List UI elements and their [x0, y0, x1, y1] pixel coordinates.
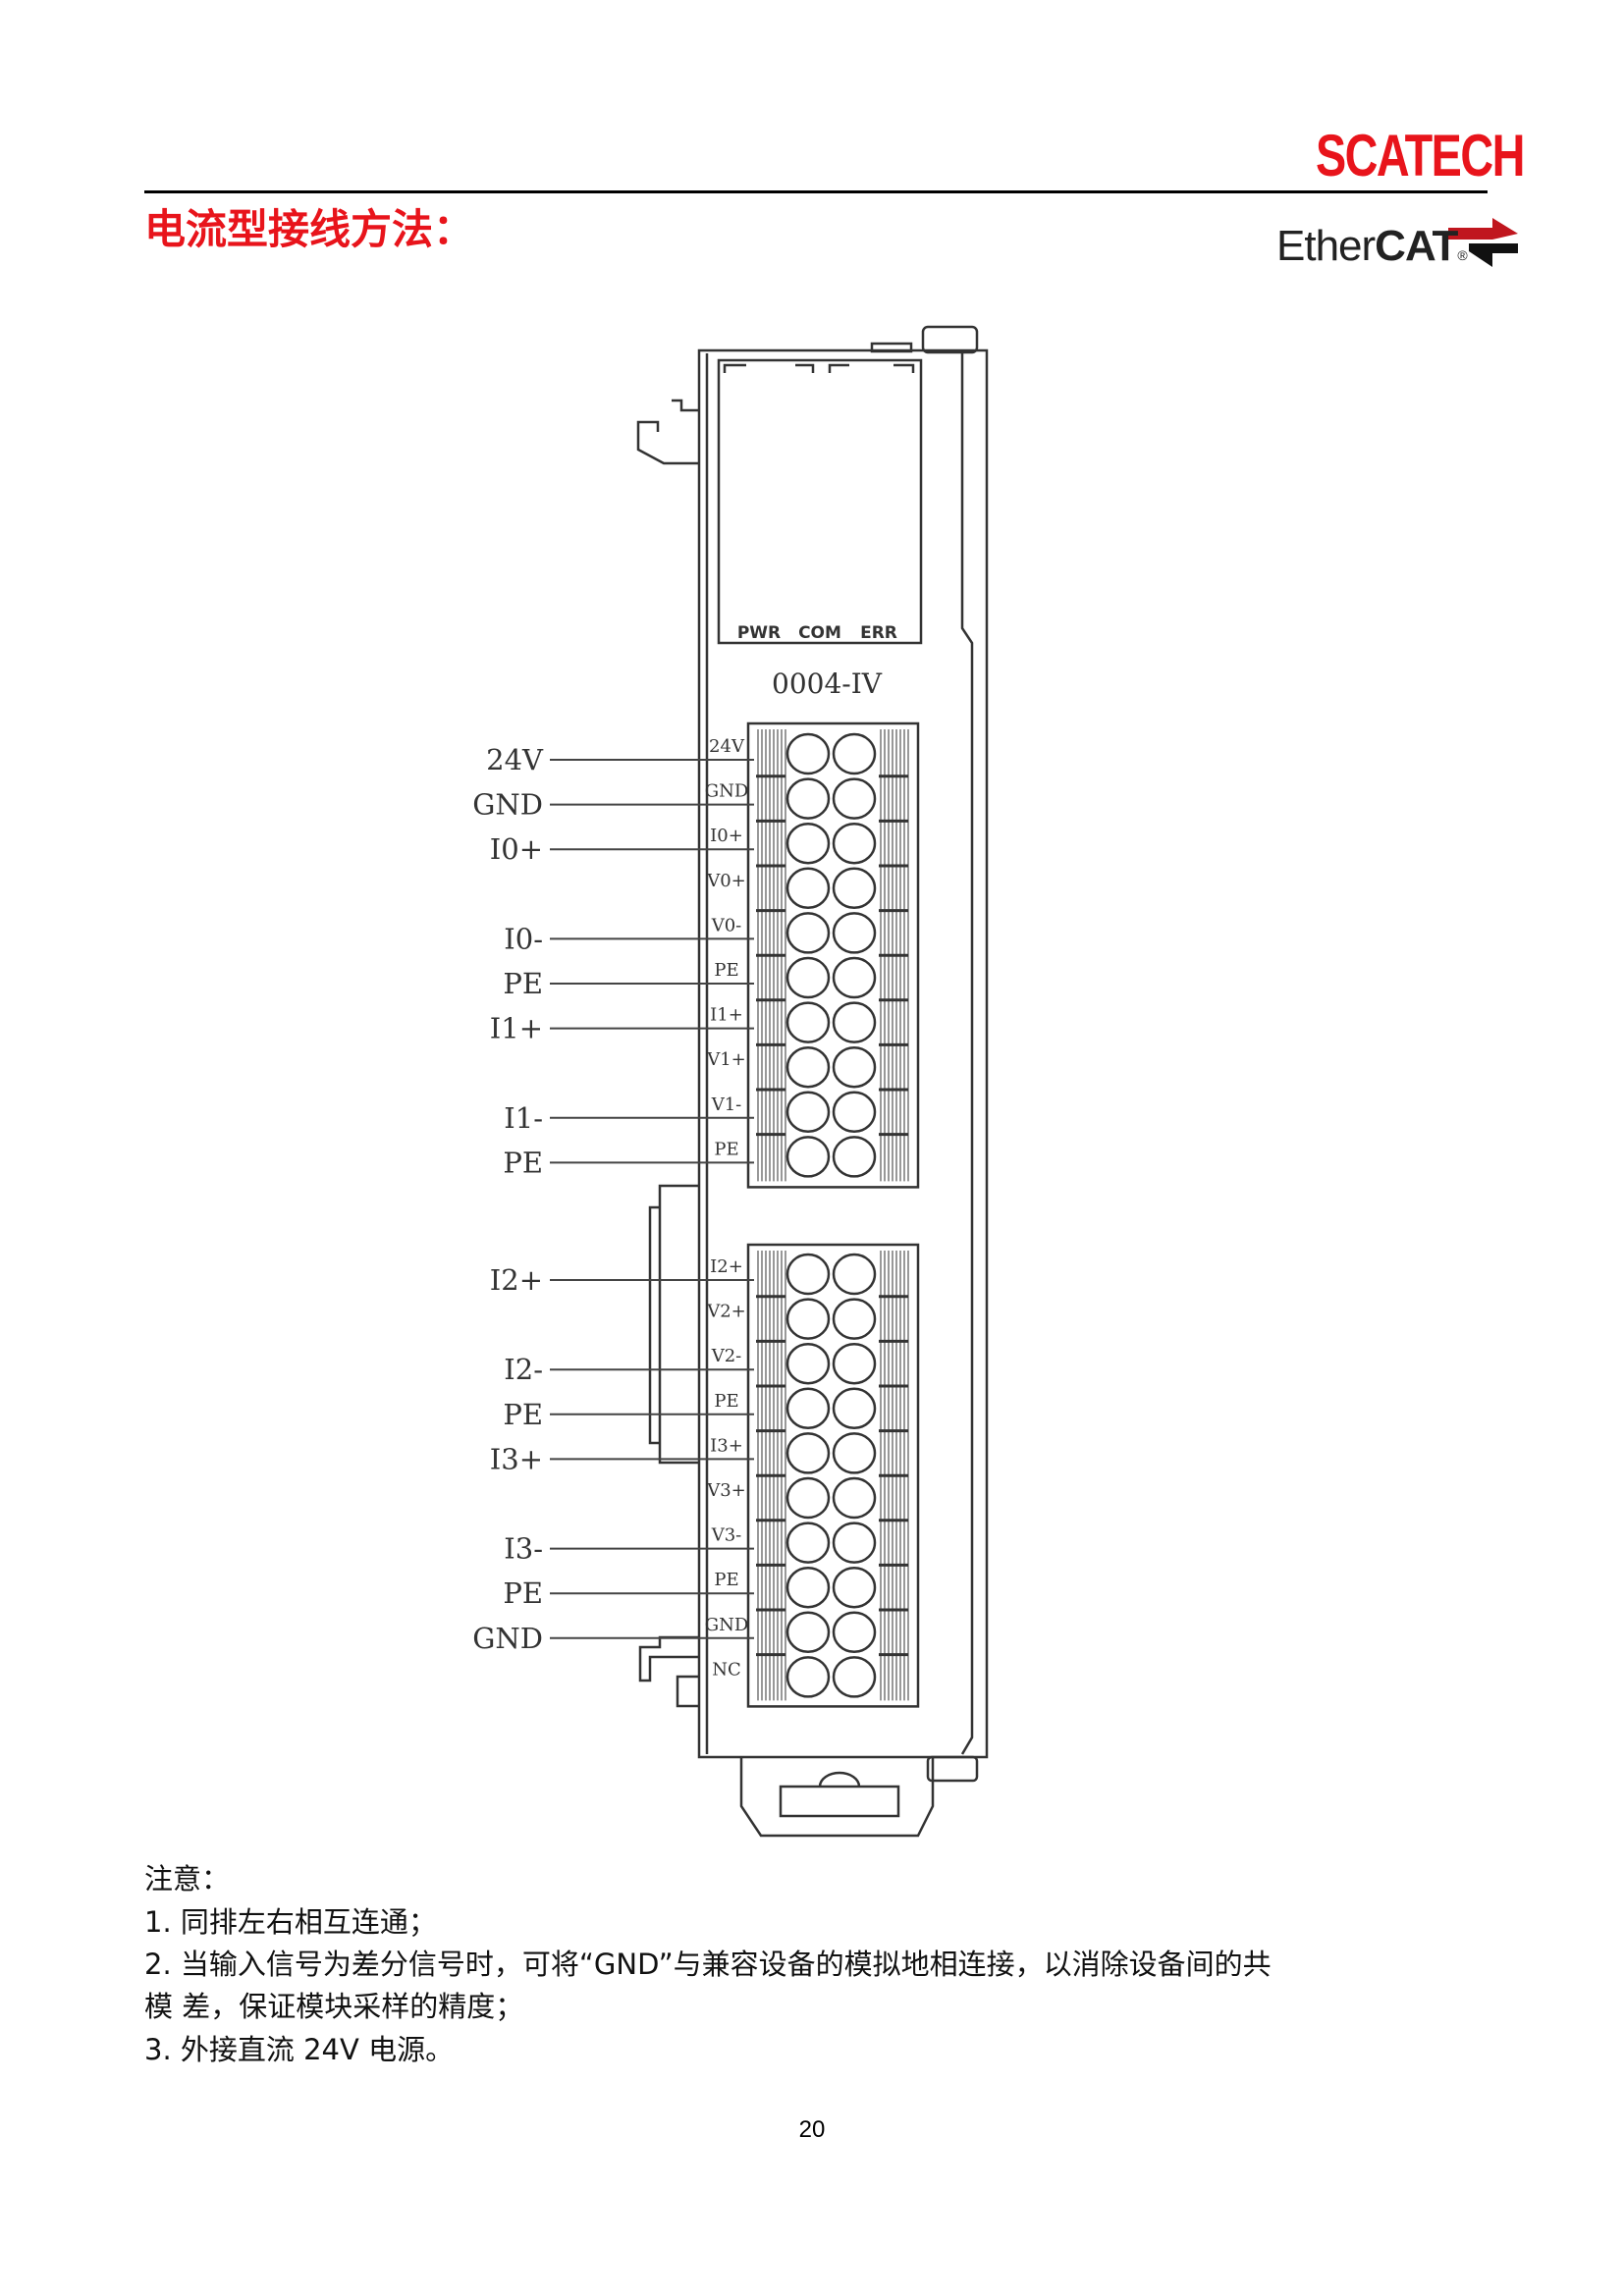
pin-label: PE [714, 1570, 738, 1590]
pin-label: V3+ [706, 1480, 746, 1501]
terminal-hole [785, 1566, 831, 1609]
terminal-hole [785, 1611, 831, 1654]
pin-label: GND [705, 781, 749, 802]
terminal-hole [785, 867, 831, 910]
pin-label: V3- [711, 1525, 742, 1546]
note-item: 3. 外接直流 24V 电源。 [144, 2033, 455, 2066]
terminal-hole [832, 1136, 877, 1178]
wire-label: I0+ [490, 832, 543, 866]
wire-label: I3+ [490, 1442, 543, 1475]
terminal-hole [785, 1432, 831, 1474]
led-label: ERR [860, 623, 897, 643]
terminal-hole [832, 956, 877, 999]
page-title: 电流型接线方法： [144, 205, 475, 253]
wire-label: PE [503, 967, 543, 1000]
page-number: 20 [798, 2116, 826, 2143]
terminal-hole [785, 1387, 831, 1430]
terminal-hole [785, 1656, 831, 1698]
module-body [636, 325, 989, 1838]
terminal-block-1: 24V GND I0+ V0+ V0- PE I1+ V1+ V1- PE [705, 721, 920, 1189]
led-label: COM [798, 623, 841, 643]
terminal-hole [832, 912, 877, 954]
pin-label: PE [714, 1391, 738, 1412]
terminal-hole [832, 1432, 877, 1474]
terminal-hole [832, 1566, 877, 1609]
pin-label: I0+ [710, 826, 743, 846]
terminal-hole [832, 1656, 877, 1698]
terminal-hole [832, 777, 877, 820]
note-item: 模 差，保证模块采样的精度； [144, 1990, 524, 2023]
header-rule [144, 190, 1488, 193]
pin-label: 24V [709, 736, 745, 757]
pin-label: GND [705, 1615, 749, 1635]
terminal-hole [785, 1253, 831, 1296]
pin-label: V0- [711, 915, 742, 935]
terminal-hole [785, 1001, 831, 1043]
terminal-hole [832, 1611, 877, 1654]
pin-label: V1- [711, 1095, 742, 1115]
terminal-hole [785, 1298, 831, 1340]
terminal-hole [785, 1522, 831, 1564]
wire-label: I2+ [490, 1263, 543, 1297]
pin-label: NC [712, 1659, 741, 1680]
terminal-hole [832, 1342, 877, 1385]
led-label: PWR [737, 623, 781, 643]
pin-label: V2+ [706, 1302, 746, 1322]
terminal-hole [832, 1091, 877, 1134]
ethercat-bold-text: CAT [1375, 222, 1458, 270]
wire-label: I3- [504, 1532, 543, 1566]
ethercat-arrow-icon [1448, 218, 1518, 267]
ethercat-text: Ether [1276, 222, 1376, 270]
wire-label: PE [503, 1398, 543, 1431]
wire-label: GND [472, 1622, 543, 1655]
terminal-hole [785, 1045, 831, 1089]
note-item: 2. 当输入信号为差分信号时，可将“GND”与兼容设备的模拟地相连接，以消除设备… [144, 1948, 1272, 1981]
wire-label: PE [503, 1146, 543, 1179]
terminal-hole [785, 1091, 831, 1134]
terminal-hole [785, 1476, 831, 1520]
terminal-hole [832, 1387, 877, 1430]
wire-label: I2- [504, 1353, 543, 1386]
pin-label: V0+ [706, 871, 746, 891]
wire-label: PE [503, 1576, 543, 1610]
pin-label: I1+ [710, 1005, 743, 1026]
pin-label: I2+ [710, 1256, 743, 1277]
wire-label: I1- [504, 1101, 543, 1135]
terminal-block-2: I2+ V2+ V2- PE I3+ V3+ V3- PE GND NC [705, 1243, 920, 1708]
model-label: 0004-IV [772, 667, 883, 700]
terminal-hole [832, 732, 877, 775]
terminal-hole [832, 1001, 877, 1043]
terminal-hole [785, 822, 831, 865]
terminal-hole [785, 1342, 831, 1385]
terminal-hole [832, 867, 877, 910]
terminal-hole [832, 822, 877, 865]
wire-label: I0- [504, 922, 543, 955]
ethercat-logo: EtherCAT® [1276, 210, 1522, 289]
terminal-hole [785, 956, 831, 999]
terminal-hole [832, 1253, 877, 1296]
note-item: 1. 同排左右相互连通； [144, 1905, 437, 1939]
terminal-hole [832, 1476, 877, 1520]
wire-label: GND [472, 788, 543, 822]
terminal-hole [785, 777, 831, 820]
pin-label: V1+ [706, 1049, 746, 1070]
terminal-hole [785, 912, 831, 954]
pin-label: I3+ [710, 1435, 743, 1456]
terminal-hole [832, 1298, 877, 1340]
terminal-hole [832, 1522, 877, 1564]
wire-label: 24V [486, 743, 544, 776]
pin-label: PE [714, 960, 738, 981]
terminal-hole [785, 732, 831, 775]
notes-heading: 注意： [144, 1862, 231, 1896]
scatech-logo: SCATECH [1316, 123, 1525, 188]
wire-label: I1+ [490, 1012, 543, 1045]
terminal-hole [785, 1136, 831, 1178]
pin-label: V2- [711, 1346, 742, 1366]
terminal-hole [832, 1045, 877, 1089]
pin-label: PE [714, 1139, 738, 1159]
registered-mark: ® [1457, 247, 1467, 263]
